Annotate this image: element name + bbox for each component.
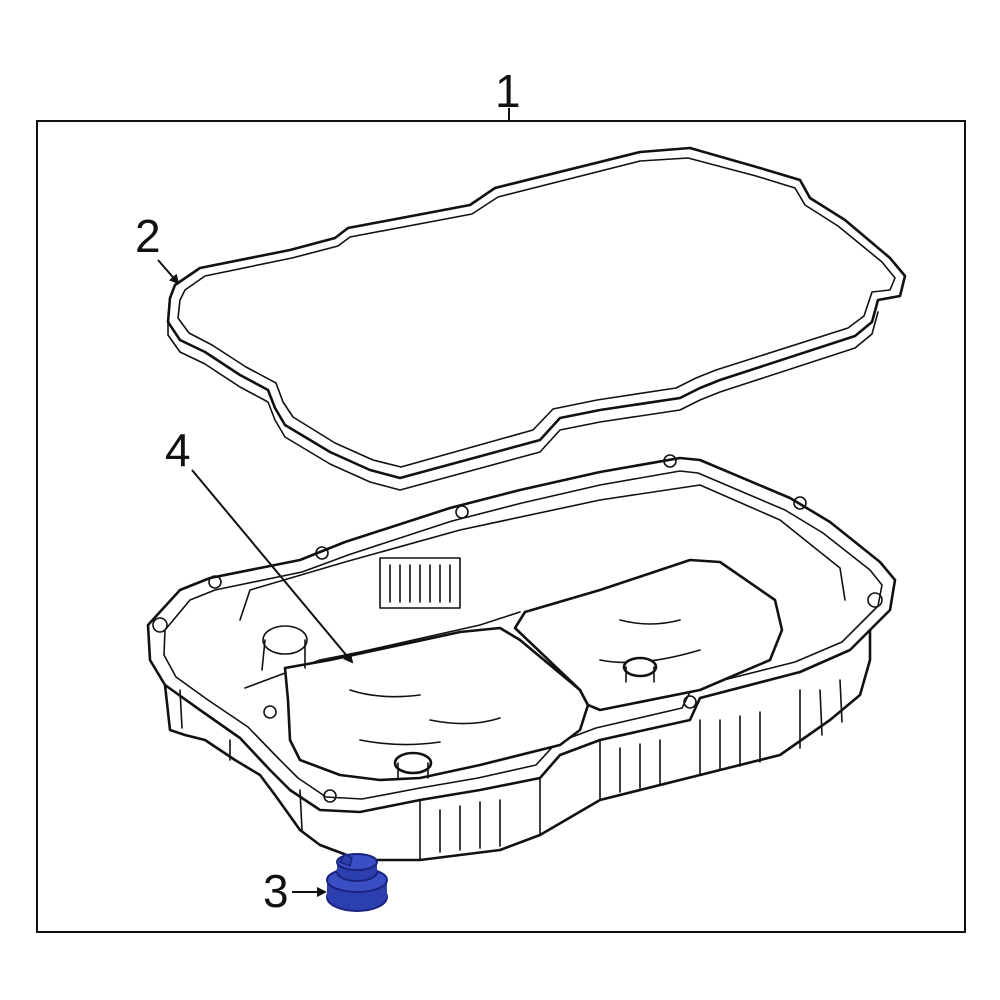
callout-3-label: 3 — [263, 865, 289, 917]
gasket-part — [166, 146, 907, 491]
callout-4-leader — [191, 469, 354, 664]
callout-4-label: 4 — [165, 424, 191, 476]
drain-plug-part — [326, 852, 388, 912]
callout-2-label: 2 — [135, 210, 161, 262]
assembly-frame — [36, 120, 966, 933]
callout-2-leader — [157, 259, 180, 285]
callout-1-label: 1 — [495, 65, 521, 117]
oil-pan-part — [146, 454, 897, 862]
